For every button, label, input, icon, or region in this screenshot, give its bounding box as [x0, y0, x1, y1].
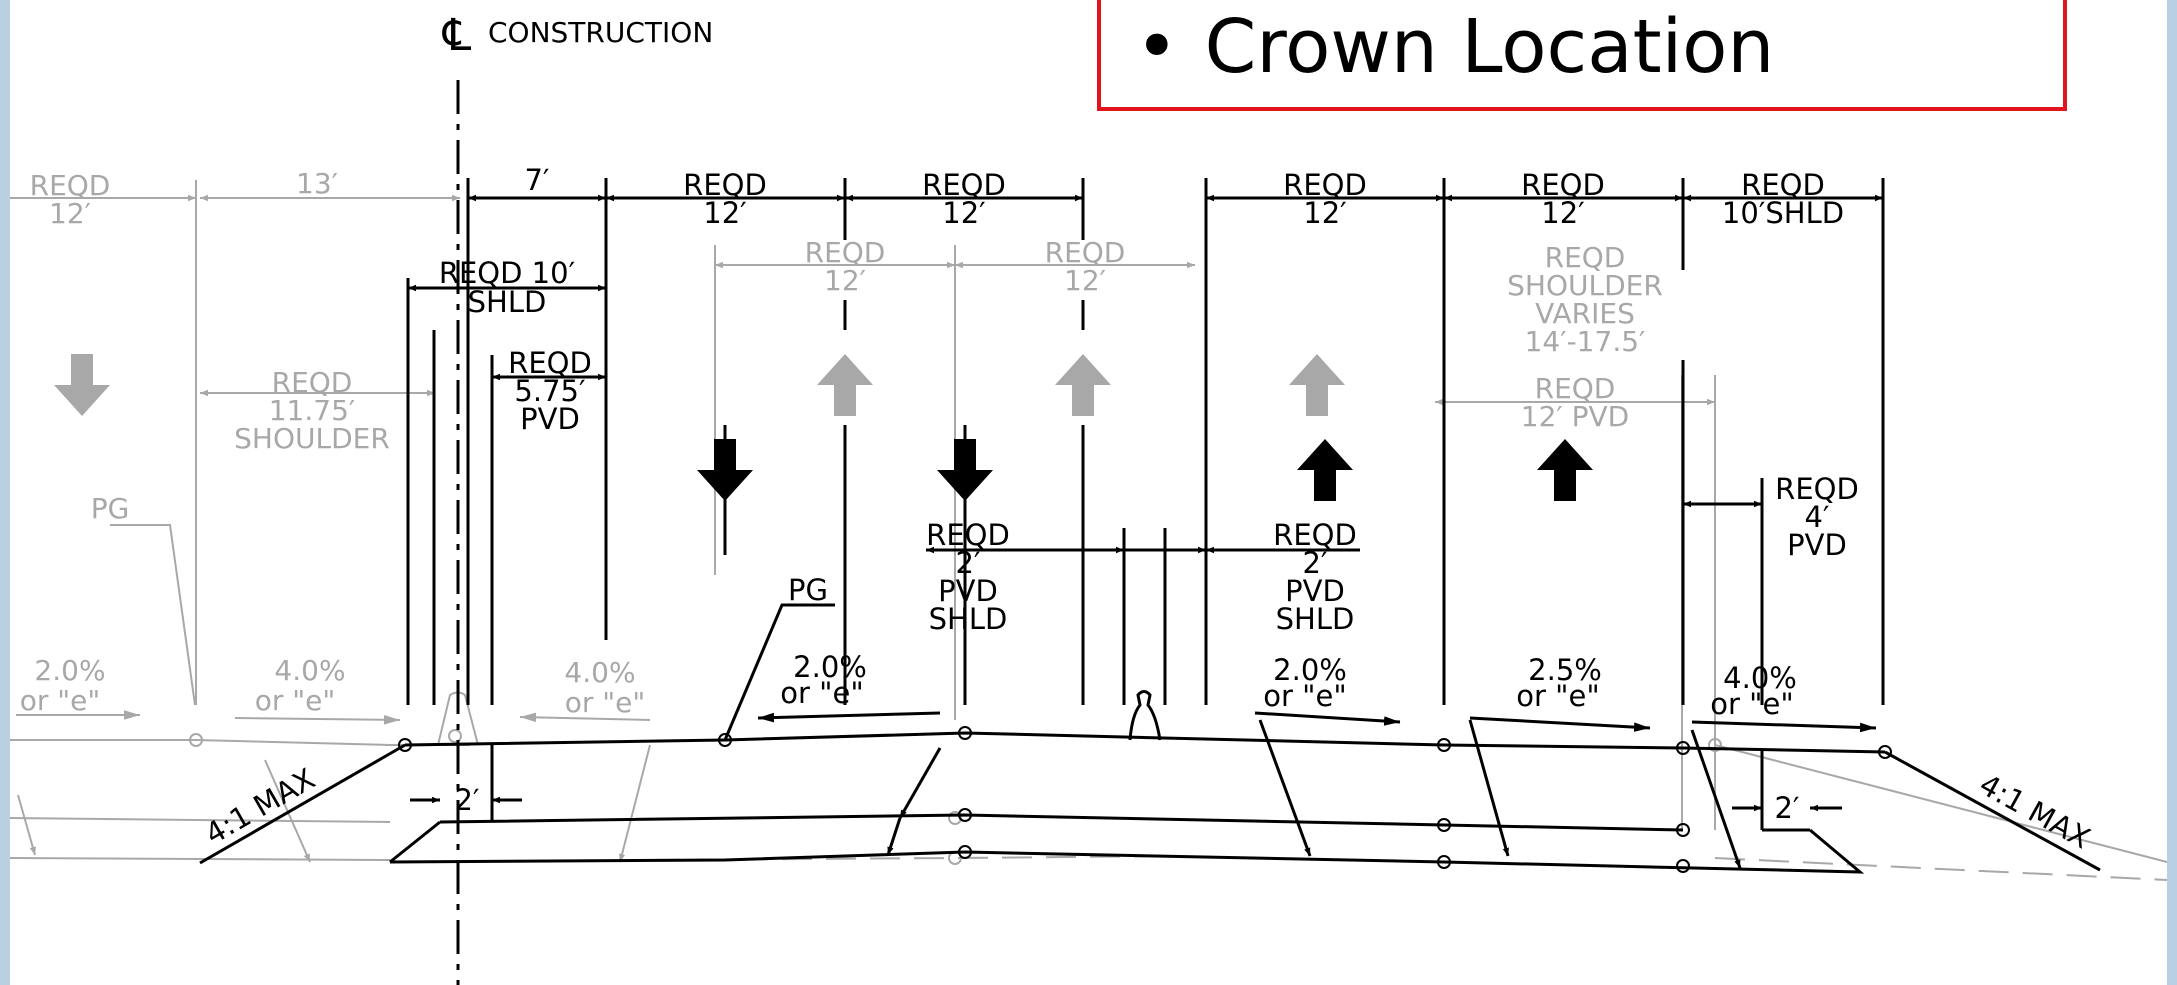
- label-slope-20-b: 2.0%or "e": [1263, 653, 1347, 713]
- callout-title: Crown Location: [1204, 4, 1775, 90]
- flow-arrow-lane-4: [1537, 439, 1593, 501]
- callout-bullet: •: [1135, 4, 1179, 90]
- label-4to1-max-left: 4:1 MAX: [199, 761, 320, 851]
- centerline-symbol: ℄: [442, 10, 472, 61]
- construction-centerline: ℄ CONSTRUCTION: [442, 10, 713, 985]
- label-7ft: 7′: [524, 163, 549, 197]
- label-2ft-right: 2′: [1774, 791, 1799, 825]
- flow-arrow-up-2: [1055, 354, 1111, 416]
- label-slope-left-40b: 4.0%or "e": [564, 656, 645, 719]
- flow-arrow-left-outer: [54, 354, 110, 416]
- crown-location-callout: • Crown Location: [1097, 0, 2067, 111]
- flow-arrow-lane-2: [937, 439, 993, 501]
- label-slope-20-a: 2.0%or "e": [780, 650, 867, 710]
- label-pg: PG: [788, 573, 828, 607]
- flow-arrow-up-3: [1289, 354, 1345, 416]
- flow-arrows: [54, 354, 1593, 501]
- label-slope-25: 2.5%or "e": [1516, 653, 1602, 713]
- label-reqd-10-shld: REQD 10′SHLD: [439, 256, 575, 319]
- label-slope-40: 4.0%or "e": [1710, 661, 1797, 721]
- centerline-label: CONSTRUCTION: [488, 16, 713, 49]
- label-slope-left-20: 2.0%or "e": [20, 654, 106, 717]
- flow-arrow-up-1: [817, 354, 873, 416]
- label-pg-left: PG: [91, 492, 130, 525]
- callout-text: • Crown Location: [1135, 4, 1774, 90]
- label-13ft: 13′: [296, 167, 338, 200]
- label-2ft-left: 2′: [454, 783, 479, 817]
- label-slope-left-40a: 4.0%or "e": [255, 654, 346, 717]
- flow-arrow-lane-1: [697, 439, 753, 501]
- flow-arrow-lane-3: [1297, 439, 1353, 501]
